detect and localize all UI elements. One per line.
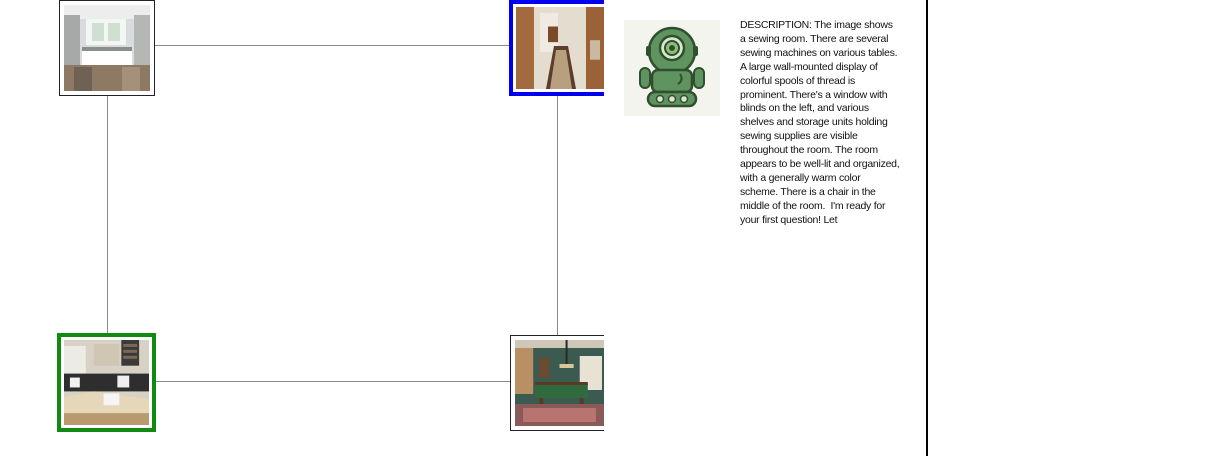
map-node-sewing-room[interactable] — [57, 333, 156, 432]
map-edge-hallway-billiard — [557, 95, 558, 336]
hallway-thumbnail — [516, 7, 604, 89]
panel-divider — [926, 0, 928, 456]
kitchen-thumbnail — [64, 5, 150, 91]
map-edge-sewing-billiard — [155, 381, 511, 382]
map-node-billiard-room[interactable] — [510, 335, 604, 431]
sewing-room-thumbnail — [64, 340, 149, 425]
room-map — [0, 0, 604, 456]
agent-message: DESCRIPTION: The image shows a sewing ro… — [740, 19, 903, 226]
agent-avatar — [624, 20, 720, 116]
map-edge-kitchen-hallway — [155, 45, 511, 46]
map-node-hallway[interactable] — [509, 0, 604, 96]
map-edge-kitchen-sewing — [107, 95, 108, 335]
map-node-kitchen[interactable] — [59, 0, 155, 96]
billiard-room-thumbnail — [515, 340, 604, 426]
robot-icon — [624, 20, 720, 116]
